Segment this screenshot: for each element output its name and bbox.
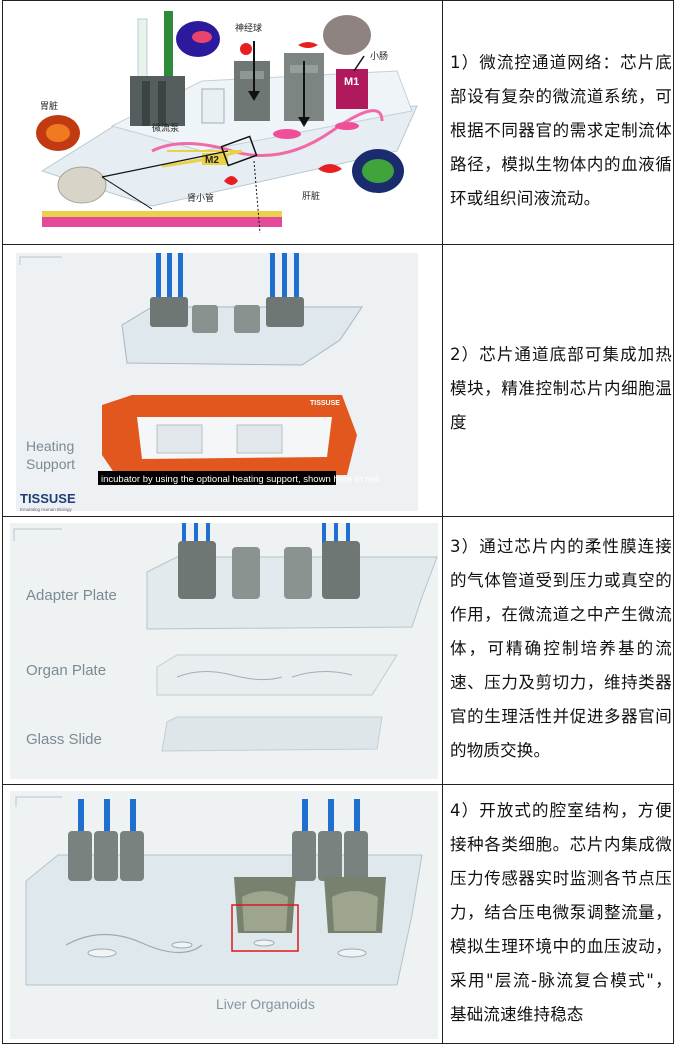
heating-caption-line2: Support <box>26 456 75 472</box>
tubule-label: 肾小管 <box>187 192 214 203</box>
table-border-left <box>2 0 3 1044</box>
row-4-description: 4）开放式的腔室结构，方便接种各类细胞。芯片内集成微压力传感器实时监测各节点压力… <box>450 801 672 1024</box>
heating-brand-text: TISSUSE <box>310 400 340 407</box>
video-subtitle: incubator by using the optional heating … <box>101 474 381 485</box>
heating-support-illustration: TISSUSE Heating Support incubator by usi… <box>16 253 418 512</box>
heart-label: 胃脏 <box>40 100 58 111</box>
row-divider-2 <box>2 516 674 517</box>
tissuse-logo: TISSUSE <box>20 491 76 506</box>
heating-support-image: TISSUSE Heating Support incubator by usi… <box>2 245 442 516</box>
row-divider-1 <box>2 244 674 245</box>
neurosphere-label: 神经球 <box>235 22 262 33</box>
tissuse-tagline: Emulating Human Biology <box>20 507 73 512</box>
liver-organoids-label: Liver Organoids <box>216 996 315 1012</box>
liver-label: 肝脏 <box>302 190 320 201</box>
organ-plate-label: Organ Plate <box>26 662 106 679</box>
liver-organoid-chip-image: Liver Organoids <box>2 785 442 1043</box>
row-2-description: 2）芯片通道底部可集成加热模块，精准控制芯片内细胞温度 <box>450 345 672 432</box>
intestine-label: 小肠 <box>370 51 388 61</box>
adapter-plate-label: Adapter Plate <box>26 587 117 604</box>
layer-stack-image: Adapter Plate Organ Plate Glass Slide <box>2 517 442 784</box>
glass-slide-label: Glass Slide <box>26 731 102 748</box>
column-divider <box>442 0 443 1044</box>
liver-organoid-chip-illustration: Liver Organoids <box>10 791 438 1039</box>
table-border-right <box>673 0 674 1044</box>
micropump-label: 微流泵 <box>152 122 179 133</box>
row-3-description: 3）通过芯片内的柔性膜连接的气体管道受到压力或真空的作用，在微流道之中产生微流体… <box>450 537 672 760</box>
heating-caption-line1: Heating <box>26 438 74 454</box>
organ-chip-illustration: M1 <box>36 11 418 234</box>
row-divider-3 <box>2 784 674 785</box>
table-border-bottom <box>2 1043 674 1044</box>
row-1-description: 1）微流控通道网络：芯片底部设有复杂的微流道系统，可根据不同器官的需求定制流体路… <box>450 53 672 208</box>
organ-chip-schematic: M1 <box>2 1 442 244</box>
m2-label: M2 <box>205 155 219 166</box>
layer-stack-illustration: Adapter Plate Organ Plate Glass Slide <box>10 523 438 779</box>
table-border-top <box>2 0 674 1</box>
m1-label: M1 <box>344 76 359 88</box>
